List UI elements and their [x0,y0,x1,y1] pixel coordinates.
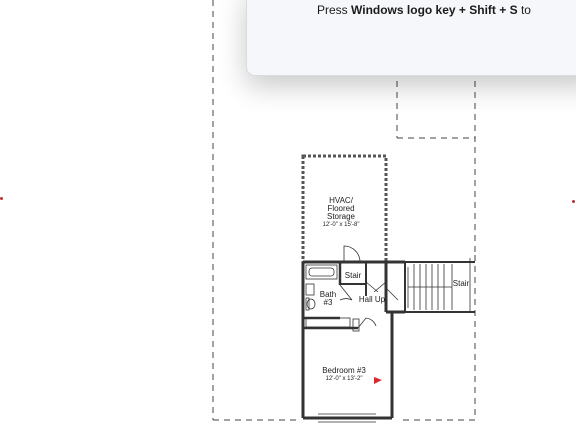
bath-label-line1: Bath [320,290,336,299]
marker-flag [374,377,382,384]
bath-label-line2: #3 [324,298,333,307]
stairs [407,258,471,312]
room-labels: HVAC/ Floored Storage 12'-0" x 15'-8" St… [320,196,470,382]
walls [301,260,475,420]
sink-cabinet [305,283,315,296]
hvac-label-line1: HVAC/ [329,196,354,205]
edge-dot-left [0,197,3,200]
bathtub [305,264,338,280]
notification-keys: Windows logo key + Shift + S [351,3,518,17]
notification-text: Press Windows logo key + Shift + S to [317,3,531,17]
hvac-label-line3: Storage [327,212,356,221]
boundary-lines [212,0,476,421]
bedroom-label: Bedroom #3 [322,366,366,375]
snip-notification[interactable]: Press Windows logo key + Shift + S to [246,0,576,76]
notification-text-post: to [517,3,531,17]
bath-fixtures [305,264,338,311]
hvac-dimensions: 12'-0" x 15'-8" [323,222,360,228]
bedroom-dimensions: 12'-0" x 13'-2" [326,376,363,382]
edge-dot-right [572,200,575,203]
toilet [306,298,316,310]
hvac-label-line2: Floored [327,204,354,213]
stair-closet-label: Stair [345,271,362,280]
notification-text-pre: Press [317,3,352,17]
hall-label: Hall Up [359,295,386,304]
door-swings [339,281,399,329]
hvac-door-swing [343,245,361,263]
bedroom-window [318,413,376,423]
bathtub-basin [308,267,335,277]
toilet-tank [305,297,310,311]
stair-label: Stair [453,279,470,288]
stair-treads [413,264,445,310]
